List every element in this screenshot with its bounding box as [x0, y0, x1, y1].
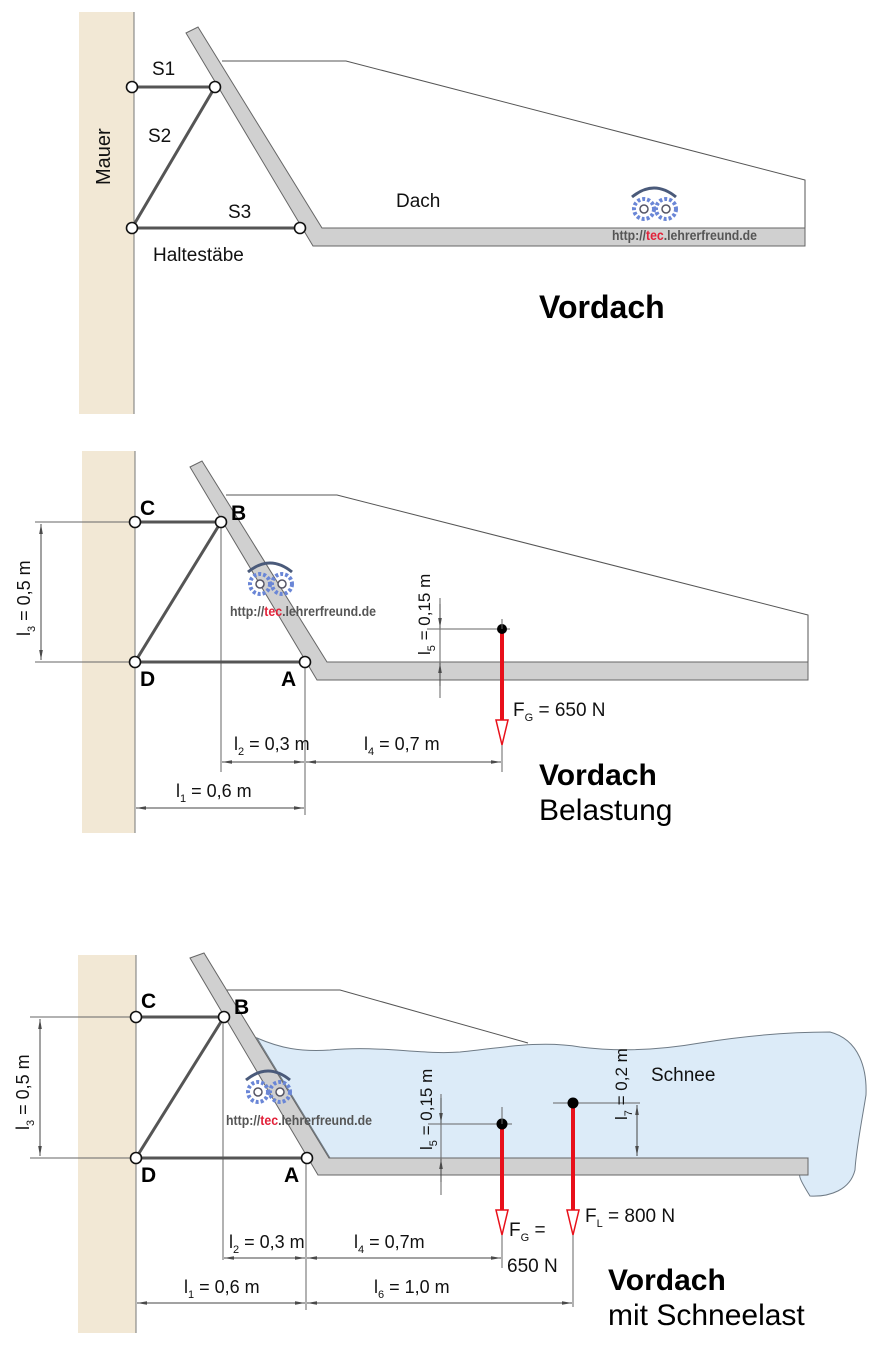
point-d-label: D: [140, 668, 155, 691]
panel-title: Vordach: [539, 759, 657, 792]
panel-overview: Mauer S1 S2 S3 Haltestäbe Dach http://te…: [79, 12, 806, 414]
owl-gears-icon: [245, 1069, 292, 1104]
owl-gears-icon: [631, 186, 678, 221]
force-fg-label: FG =: [509, 1220, 546, 1244]
point-c-label: C: [141, 990, 156, 1013]
joint: [125, 80, 139, 94]
rod-s3-label: S3: [228, 202, 251, 223]
rod-s2: [130, 86, 217, 229]
joint-c: [128, 515, 142, 529]
roof-outline: [226, 494, 809, 662]
point-b-label: B: [231, 502, 246, 525]
panel-title: Vordach: [539, 289, 665, 325]
dim-l1-label: l1 = 0,6 m: [184, 1277, 260, 1301]
force-fg-arrowhead: [495, 719, 509, 746]
owl-gears-icon: [247, 561, 294, 596]
panel-subtitle: mit Schneelast: [608, 1299, 805, 1332]
dim-l7-label: l7 = 0,2 m: [612, 1048, 635, 1120]
wall: [78, 955, 136, 1333]
roof-outline: [222, 60, 806, 228]
watermark-url: http://tec.lehrerfreund.de: [226, 1112, 372, 1128]
roof-label: Dach: [396, 191, 440, 212]
wall: [79, 12, 134, 414]
force-fl-application-point: [567, 1097, 579, 1109]
joint-d: [129, 1151, 143, 1165]
joint-a: [300, 1151, 314, 1165]
joint-d: [128, 655, 142, 669]
dim-l3-label: l3 = 0,5 m: [13, 1054, 37, 1130]
point-d-label: D: [141, 1164, 156, 1187]
dim-l5-label: l5 = 0,15 m: [417, 1069, 440, 1150]
force-fg-label: FG = 650 N: [513, 700, 606, 724]
watermark-url: http://tec.lehrerfreund.de: [230, 603, 376, 619]
rod-s1-label: S1: [152, 59, 175, 80]
rod-db: [133, 521, 223, 663]
roof-board: [189, 952, 809, 1176]
joint-b: [214, 515, 228, 529]
joint-b: [217, 1010, 231, 1024]
point-a-label: A: [281, 668, 296, 691]
panel-subtitle: Belastung: [539, 794, 672, 827]
roof-outline: [227, 989, 529, 1044]
point-c-label: C: [140, 497, 155, 520]
dim-l2-label: l2 = 0,3 m: [229, 1232, 305, 1256]
panel-title: Vordach: [608, 1264, 726, 1297]
wall: [82, 451, 135, 833]
joint: [125, 221, 139, 235]
watermark: http://tec.lehrerfreund.de: [230, 561, 376, 619]
snow-label: Schnee: [651, 1065, 715, 1086]
roof-board: [185, 26, 806, 247]
dim-l5-label: l5 = 0,15 m: [415, 574, 438, 655]
joint-a: [298, 655, 312, 669]
joint: [293, 221, 307, 235]
rods-label: Haltestäbe: [153, 245, 244, 266]
point-b-label: B: [234, 996, 249, 1019]
dim-l2-label: l2 = 0,3 m: [234, 734, 310, 758]
dim-l3-label: l3 = 0,5 m: [14, 560, 38, 636]
rod-db: [134, 1016, 226, 1159]
panel-load: C B D A l3 = 0,5 m l2 = 0,3 m l4 = 0,7 m…: [14, 451, 809, 833]
watermark: http://tec.lehrerfreund.de: [226, 1069, 372, 1128]
roof-board: [189, 460, 809, 681]
snow-mass: [255, 1031, 867, 1197]
force-fl-label: FL = 800 N: [585, 1206, 675, 1230]
wall-label: Mauer: [93, 128, 115, 185]
dim-l4-label: l4 = 0,7m: [354, 1232, 425, 1256]
dim-l6-label: l6 = 1,0 m: [374, 1277, 450, 1301]
watermark: http://tec.lehrerfreund.de: [612, 186, 757, 243]
dim-l4-label: l4 = 0,7 m: [364, 734, 440, 758]
point-a-label: A: [284, 1164, 299, 1187]
force-fl-arrowhead: [566, 1209, 580, 1236]
rod-s2-label: S2: [148, 126, 171, 147]
force-fg-value: 650 N: [507, 1256, 558, 1277]
joint: [208, 80, 222, 94]
dim-l1-label: l1 = 0,6 m: [176, 781, 252, 805]
force-fg-arrowhead: [495, 1209, 509, 1236]
watermark-url: http://tec.lehrerfreund.de: [612, 227, 757, 243]
joint-c: [129, 1010, 143, 1024]
panel-snow: C B D A l3 = 0,5 m l2 = 0,3 m l4 = 0,7m …: [13, 952, 867, 1333]
